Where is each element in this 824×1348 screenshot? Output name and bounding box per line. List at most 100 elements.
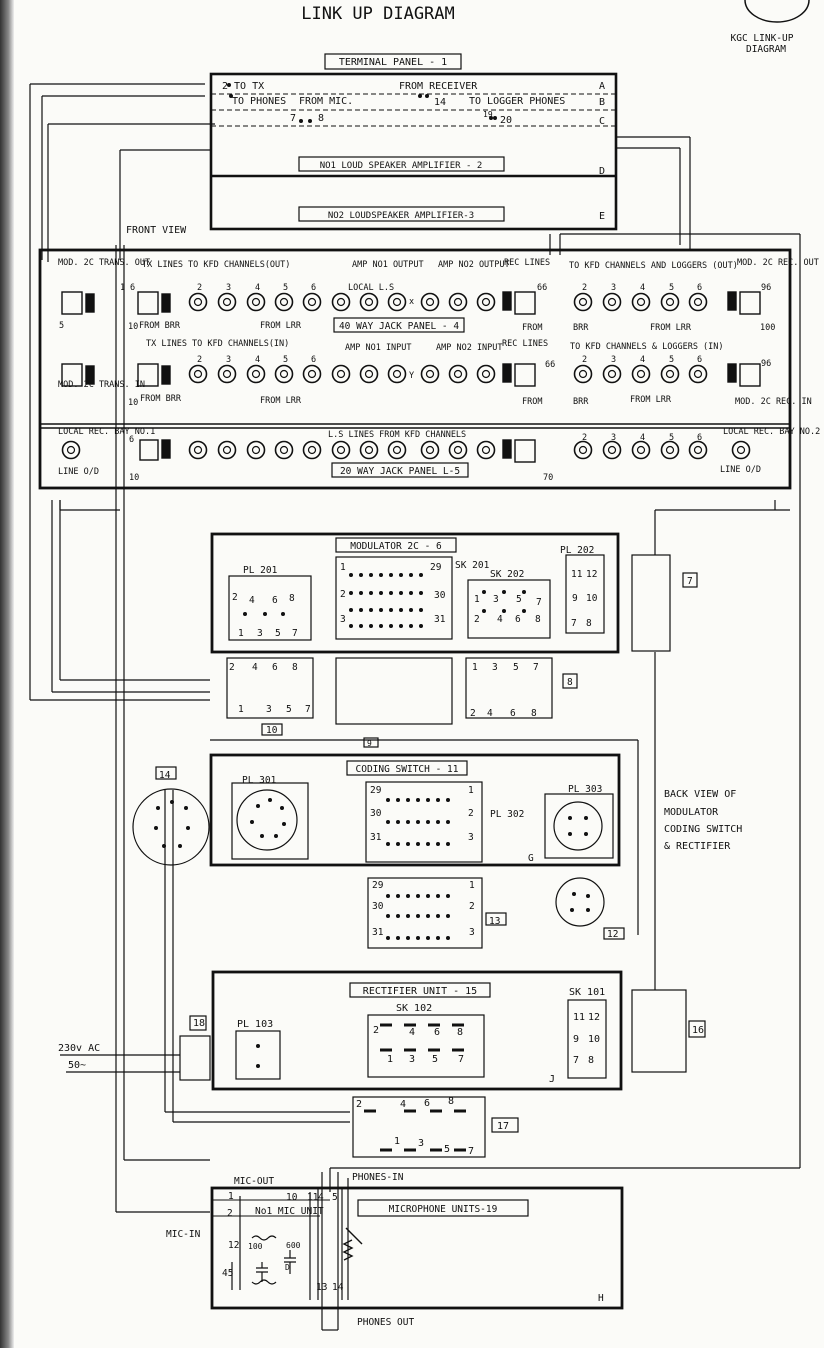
svg-text:2: 2 bbox=[232, 592, 238, 603]
svg-text:MIC-OUT: MIC-OUT bbox=[234, 1176, 274, 1187]
svg-text:D: D bbox=[599, 166, 605, 177]
svg-text:MOD. 2C TRANS. OUT: MOD. 2C TRANS. OUT bbox=[58, 258, 150, 268]
svg-text:TO KFD CHANNELS AND LOGGERS (O: TO KFD CHANNELS AND LOGGERS (OUT) bbox=[569, 261, 738, 271]
svg-text:3: 3 bbox=[226, 355, 231, 365]
svg-text:6: 6 bbox=[697, 433, 702, 443]
svg-text:6: 6 bbox=[311, 283, 316, 293]
svg-text:No1 MIC UNIT: No1 MIC UNIT bbox=[255, 1206, 324, 1217]
svg-text:96: 96 bbox=[761, 359, 771, 369]
jack-panel-frame bbox=[38, 248, 792, 490]
svg-text:1: 1 bbox=[469, 880, 475, 891]
svg-text:MODULATOR: MODULATOR bbox=[664, 807, 719, 818]
jack-row-1 bbox=[188, 292, 708, 312]
svg-text:BRR: BRR bbox=[573, 397, 589, 407]
svg-text:TX LINES TO KFD CHANNELS(OUT): TX LINES TO KFD CHANNELS(OUT) bbox=[142, 260, 290, 270]
svg-text:MOD. 2C TRANS. IN: MOD. 2C TRANS. IN bbox=[58, 380, 145, 390]
svg-text:3: 3 bbox=[468, 832, 474, 843]
svg-text:AMP NO1 INPUT: AMP NO1 INPUT bbox=[345, 343, 412, 353]
svg-text:1: 1 bbox=[474, 594, 480, 605]
svg-text:BACK VIEW OF: BACK VIEW OF bbox=[664, 789, 736, 800]
svg-text:10: 10 bbox=[286, 1192, 298, 1203]
svg-text:TX LINES TO KFD CHANNELS(IN): TX LINES TO KFD CHANNELS(IN) bbox=[146, 339, 289, 349]
svg-text:4: 4 bbox=[487, 708, 493, 719]
svg-text:PL 301: PL 301 bbox=[242, 775, 277, 786]
svg-text:50~: 50~ bbox=[68, 1060, 86, 1071]
svg-text:17: 17 bbox=[497, 1121, 509, 1132]
svg-text:6: 6 bbox=[697, 283, 702, 293]
svg-text:3: 3 bbox=[340, 614, 346, 625]
svg-text:PHONES OUT: PHONES OUT bbox=[357, 1317, 414, 1328]
svg-text:4: 4 bbox=[255, 283, 260, 293]
svg-text:29: 29 bbox=[372, 880, 384, 891]
svg-text:2 TO TX: 2 TO TX bbox=[222, 81, 264, 92]
svg-text:14: 14 bbox=[434, 97, 446, 108]
svg-text:14: 14 bbox=[159, 770, 171, 781]
svg-text:5: 5 bbox=[332, 1192, 338, 1203]
svg-text:70: 70 bbox=[543, 473, 553, 483]
svg-text:LINE O/D: LINE O/D bbox=[58, 467, 99, 477]
svg-text:3: 3 bbox=[409, 1054, 415, 1065]
svg-text:40 WAY JACK PANEL - 4: 40 WAY JACK PANEL - 4 bbox=[339, 321, 459, 332]
svg-text:230v AC: 230v AC bbox=[58, 1043, 100, 1054]
svg-text:4: 4 bbox=[640, 355, 645, 365]
svg-text:30: 30 bbox=[372, 901, 384, 912]
svg-text:2: 2 bbox=[468, 808, 474, 819]
svg-text:5: 5 bbox=[59, 321, 64, 331]
svg-text:4: 4 bbox=[249, 595, 255, 606]
svg-text:8: 8 bbox=[567, 677, 573, 688]
svg-text:6: 6 bbox=[697, 355, 702, 365]
svg-text:5: 5 bbox=[516, 594, 522, 605]
svg-text:7: 7 bbox=[305, 704, 311, 715]
svg-text:3: 3 bbox=[469, 927, 475, 938]
svg-text:NO2 LOUDSPEAKER AMPLIFIER-3: NO2 LOUDSPEAKER AMPLIFIER-3 bbox=[328, 211, 474, 221]
svg-text:1: 1 bbox=[120, 283, 125, 293]
svg-text:x: x bbox=[409, 297, 414, 307]
svg-text:AMP NO2 OUTPUT: AMP NO2 OUTPUT bbox=[438, 260, 510, 270]
svg-text:5: 5 bbox=[669, 355, 674, 365]
svg-text:10: 10 bbox=[266, 725, 278, 736]
svg-text:4: 4 bbox=[255, 355, 260, 365]
svg-text:10: 10 bbox=[129, 473, 139, 483]
svg-text:4: 4 bbox=[409, 1027, 415, 1038]
svg-text:5: 5 bbox=[286, 704, 292, 715]
svg-text:7: 7 bbox=[687, 576, 693, 587]
svg-text:FROM BRR: FROM BRR bbox=[140, 394, 182, 404]
svg-text:66: 66 bbox=[545, 360, 555, 370]
svg-text:3: 3 bbox=[611, 433, 616, 443]
svg-text:RECTIFIER UNIT - 15: RECTIFIER UNIT - 15 bbox=[363, 986, 477, 997]
svg-text:3: 3 bbox=[611, 355, 616, 365]
svg-text:96: 96 bbox=[761, 283, 771, 293]
svg-text:SK 201: SK 201 bbox=[455, 560, 490, 571]
svg-text:30: 30 bbox=[434, 590, 446, 601]
svg-text:FROM LRR: FROM LRR bbox=[260, 396, 302, 406]
svg-text:100: 100 bbox=[248, 1242, 263, 1251]
svg-text:30: 30 bbox=[370, 808, 382, 819]
ac-supply-label: 230v AC 50~ bbox=[58, 1043, 180, 1073]
svg-text:FROM BRR: FROM BRR bbox=[139, 321, 181, 331]
svg-text:1: 1 bbox=[340, 562, 346, 573]
svg-text:14: 14 bbox=[332, 1282, 344, 1293]
svg-text:8: 8 bbox=[448, 1096, 454, 1107]
svg-text:29: 29 bbox=[430, 562, 442, 573]
svg-text:FROM LRR: FROM LRR bbox=[260, 321, 302, 331]
connector-labels: 2 4 6 8 1 3 5 7 1 3 5 7 2 4 6 8 10 9 8 7 bbox=[229, 576, 693, 748]
svg-text:SK 202: SK 202 bbox=[490, 569, 524, 580]
svg-text:TO KFD CHANNELS & LOGGERS (IN): TO KFD CHANNELS & LOGGERS (IN) bbox=[570, 342, 724, 352]
svg-text:CODING SWITCH - 11: CODING SWITCH - 11 bbox=[356, 764, 459, 775]
svg-text:2: 2 bbox=[373, 1025, 379, 1036]
modulator-unit bbox=[210, 532, 671, 654]
svg-text:20: 20 bbox=[500, 115, 512, 126]
book-spine-shadow bbox=[0, 0, 14, 1348]
svg-text:2: 2 bbox=[474, 614, 480, 625]
svg-text:FROM MIC.: FROM MIC. bbox=[299, 96, 353, 107]
svg-text:L.S LINES FROM KFD CHANNELS: L.S LINES FROM KFD CHANNELS bbox=[328, 430, 466, 440]
svg-text:18: 18 bbox=[193, 1018, 205, 1029]
microphone-wiring bbox=[231, 1178, 349, 1300]
svg-text:3: 3 bbox=[493, 594, 499, 605]
svg-text:8: 8 bbox=[535, 614, 541, 625]
svg-text:PL 202: PL 202 bbox=[560, 545, 594, 556]
svg-text:PL 201: PL 201 bbox=[243, 565, 278, 576]
jack-panel-labels: MOD. 2C TRANS. OUT MOD. 2C TRANS. IN LOC… bbox=[58, 258, 820, 483]
svg-text:2: 2 bbox=[582, 355, 587, 365]
